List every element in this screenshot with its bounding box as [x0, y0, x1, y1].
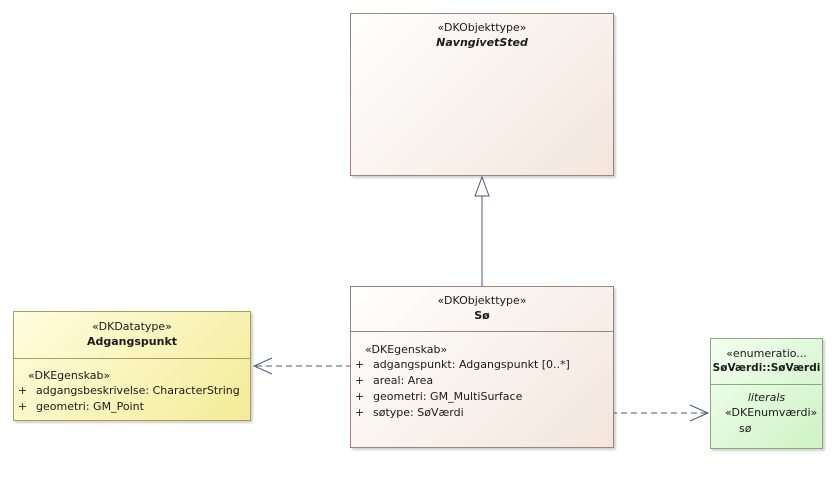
stereotype-label: «DKObjekttype» — [437, 21, 527, 34]
attribute-row[interactable]: + areal: Area — [351, 373, 613, 389]
class-navngivetsted[interactable]: «DKObjekttype» NavngivetSted — [350, 13, 614, 176]
visibility-marker: + — [18, 400, 28, 413]
compartment-divider — [351, 331, 613, 332]
class-header: «DKObjekttype» NavngivetSted — [351, 14, 613, 50]
literal-item[interactable]: sø — [739, 422, 752, 435]
literal-stereotype: «DKEnumværdi» — [725, 406, 818, 419]
stereotype-label: «DKDatatype» — [92, 320, 172, 333]
class-name: Sø — [474, 309, 490, 322]
attribute-text: adgangspunkt: Adgangspunkt [0..*] — [373, 358, 570, 371]
visibility-marker: + — [355, 358, 365, 371]
attribute-row[interactable]: + søtype: SøVærdi — [351, 405, 613, 421]
attribute-text: geometri: GM_MultiSurface — [373, 390, 523, 403]
dependency-arrowhead-adgangspunkt — [252, 357, 273, 375]
attribute-text: adgangsbeskrivelse: CharacterString — [36, 384, 240, 397]
visibility-marker: + — [355, 406, 365, 419]
generalization-arrowhead — [474, 175, 490, 197]
class-name: Adgangspunkt — [86, 335, 178, 348]
class-header: «DKDatatype» Adgangspunkt — [14, 312, 250, 349]
dependency-arrowhead-sovaerdi — [689, 404, 710, 422]
attribute-text: geometri: GM_Point — [36, 400, 144, 413]
class-so[interactable]: «DKObjekttype» Sø «DKEgenskab» + adgangsp… — [350, 286, 614, 448]
visibility-marker: + — [355, 390, 365, 403]
section-stereotype: «DKEgenskab» — [365, 343, 448, 356]
attribute-row[interactable]: + geometri: GM_MultiSurface — [351, 389, 613, 405]
attribute-row[interactable]: + geometri: GM_Point — [14, 399, 250, 415]
class-header: «enumeratio... SøVærdi::SøVærdi — [711, 339, 822, 376]
attribute-text: areal: Area — [373, 374, 434, 387]
stereotype-label: «DKObjekttype» — [437, 294, 527, 307]
section-stereotype: «DKEgenskab» — [28, 369, 111, 382]
literal-compartment: literals «DKEnumværdi» sø — [711, 390, 822, 437]
attribute-text: søtype: SøVærdi — [373, 406, 464, 419]
class-header: «DKObjekttype» Sø — [351, 287, 613, 323]
attribute-compartment: «DKEgenskab» + adgangspunkt: Adgangspunkt… — [351, 343, 613, 421]
section-label: literals — [747, 391, 786, 404]
attribute-row[interactable]: + adgangsbeskrivelse: CharacterString — [14, 383, 250, 399]
visibility-marker: + — [18, 384, 28, 397]
class-name: SøVærdi::SøVærdi — [712, 362, 821, 374]
attribute-row[interactable]: + adgangspunkt: Adgangspunkt [0..*] — [351, 357, 613, 373]
enumeration-sovaerdi[interactable]: «enumeratio... SøVærdi::SøVærdi literals… — [710, 338, 823, 449]
compartment-divider — [14, 358, 250, 359]
class-adgangspunkt[interactable]: «DKDatatype» Adgangspunkt «DKEgenskab» +… — [13, 311, 251, 421]
attribute-compartment: «DKEgenskab» + adgangsbeskrivelse: Charac… — [14, 369, 250, 415]
class-name: NavngivetSted — [436, 36, 528, 49]
stereotype-label: «enumeratio... — [726, 347, 807, 360]
compartment-divider — [711, 384, 822, 385]
visibility-marker: + — [355, 374, 365, 387]
